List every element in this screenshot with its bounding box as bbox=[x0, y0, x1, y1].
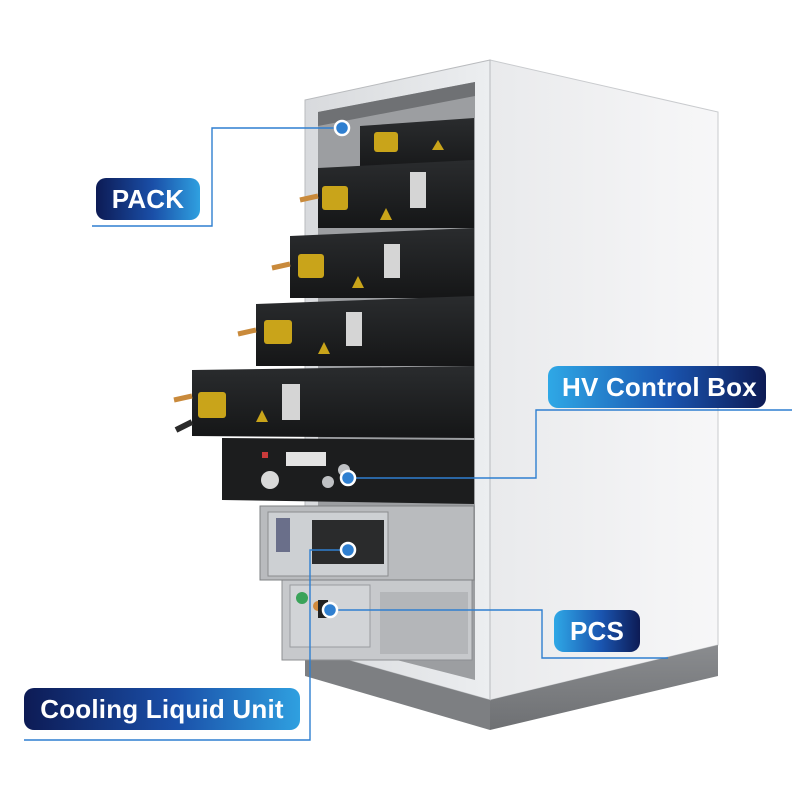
callout-dots bbox=[321, 119, 357, 619]
cabinet-front-plinth bbox=[305, 648, 490, 730]
callout-lines bbox=[24, 127, 792, 741]
callout-dot-cooling bbox=[339, 541, 357, 559]
callout-line-cooling bbox=[24, 549, 348, 741]
callout-dot-pack bbox=[333, 119, 351, 137]
pcs-grille bbox=[380, 592, 468, 654]
control-panel-gauge bbox=[261, 471, 279, 489]
callout-line-pcs bbox=[330, 609, 668, 659]
hv-control-box-label: HV Control Box bbox=[548, 366, 766, 408]
callout-dot-hv bbox=[339, 469, 357, 487]
callout-dot-pcs bbox=[321, 601, 339, 619]
pcs-label: PCS bbox=[554, 610, 640, 652]
callout-line-pack bbox=[92, 127, 342, 227]
pack-label: PACK bbox=[96, 178, 200, 220]
callout-line-hv bbox=[348, 409, 792, 479]
control-panel-terminal bbox=[286, 452, 326, 466]
cabinet-interior-shadow bbox=[318, 82, 475, 126]
control-panel-connector-1 bbox=[322, 476, 334, 488]
battery-pack-2 bbox=[299, 160, 474, 228]
control-panel-red-dot bbox=[262, 452, 268, 458]
cooling-fitting-green bbox=[296, 592, 308, 604]
hv-box-screen bbox=[276, 518, 290, 552]
battery-pack-4 bbox=[237, 296, 474, 366]
cabinet-side-plinth bbox=[490, 645, 718, 730]
cooling-liquid-unit-label: Cooling Liquid Unit bbox=[24, 688, 300, 730]
battery-pack-5 bbox=[173, 366, 474, 438]
battery-pack-3 bbox=[271, 228, 474, 298]
